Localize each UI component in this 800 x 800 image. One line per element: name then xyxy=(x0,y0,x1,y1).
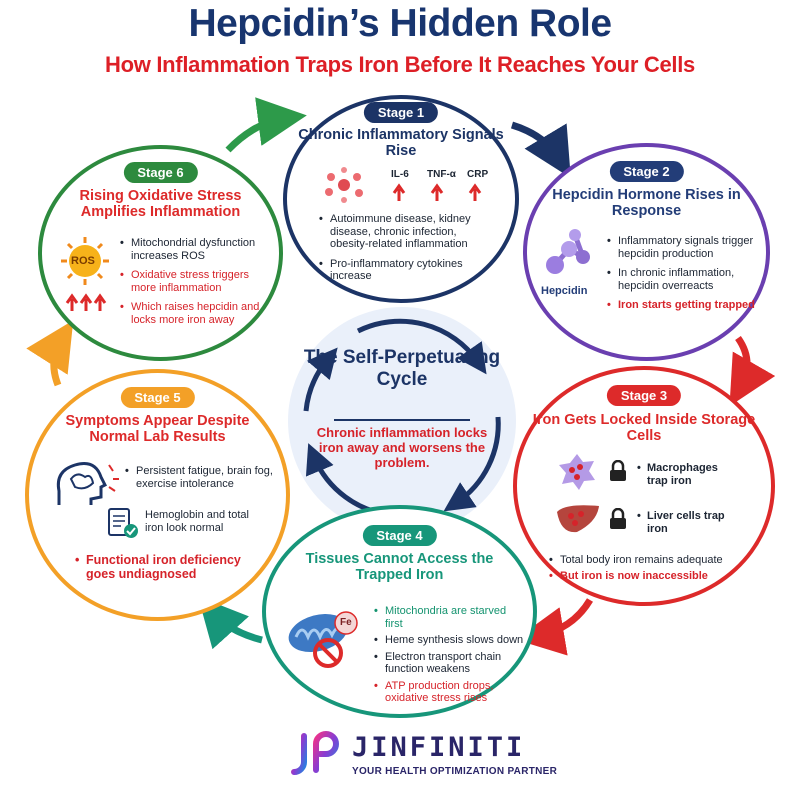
stage-5-bullet: Functional iron deficiency goes undiagno… xyxy=(75,553,265,581)
arrow-s1-to-s2 xyxy=(510,121,571,179)
marker-crp: CRP xyxy=(467,169,489,180)
stage-2-label: Stage 2 xyxy=(609,161,684,182)
liver-text: •Liver cells trap iron xyxy=(637,510,725,535)
stage-1-bullet: Autoimmune disease, kidney disease, chro… xyxy=(319,213,494,251)
macrophage-text: •Macrophages trap iron xyxy=(637,462,718,487)
hepcidin-label: Hepcidin xyxy=(541,285,588,297)
stage-5-bullets-bottom: Functional iron deficiency goes undiagno… xyxy=(75,553,265,588)
center-text: Chronic inflammation locks iron away and… xyxy=(316,425,488,470)
stage-5-heading: Symptoms Appear Despite Normal Lab Resul… xyxy=(65,413,250,445)
cytokine-cluster-icon xyxy=(325,167,363,203)
brain-fog-icon xyxy=(56,462,119,505)
stage-2-card: Stage 2 Hepcidin Hormone Rises in Respon… xyxy=(523,143,770,361)
stage-6-bullet: Which raises hepcidin and locks more iro… xyxy=(120,301,260,326)
center-title: The Self-Perpetuating Cycle xyxy=(303,347,501,390)
stage-4-bullet: Mitochondria are starved first xyxy=(374,605,524,630)
stage-4-bullets: Mitochondria are starved first Heme synt… xyxy=(374,605,524,712)
stage-4-card: Stage 4 Tissues Cannot Access the Trappe… xyxy=(262,505,537,718)
stage-1-bullets: Autoimmune disease, kidney disease, chro… xyxy=(319,213,494,290)
stage-1-card: Stage 1 Chronic Inflammatory Signals Ris… xyxy=(283,95,519,303)
cycle-ring-icon xyxy=(303,318,501,518)
arrow-s6-to-s1 xyxy=(225,97,307,153)
lock-icon xyxy=(610,460,626,481)
arrow-s3-to-s4 xyxy=(515,598,594,656)
ros-label: ROS xyxy=(71,255,95,267)
stage-1-label: Stage 1 xyxy=(363,102,439,123)
center-divider xyxy=(334,419,470,421)
brand-tagline: YOUR HEALTH OPTIMIZATION PARTNER xyxy=(352,766,558,777)
arrow-s5-to-s6 xyxy=(26,320,74,387)
stage-3-label: Stage 3 xyxy=(606,385,682,406)
stage-4-bullet: Heme synthesis slows down xyxy=(374,634,524,647)
stage-4-heading: Tissues Cannot Access the Trapped Iron xyxy=(305,551,494,583)
ros-burst-icon xyxy=(61,237,109,285)
marker-tnf: TNF-α xyxy=(427,169,456,180)
lab-report-icon xyxy=(108,508,138,538)
stage-5-bullet: Hemoglobin and total iron look normal xyxy=(145,509,249,534)
center-cycle: The Self-Perpetuating Cycle Chronic infl… xyxy=(288,307,516,535)
lock-icon xyxy=(610,508,626,529)
iron-label: Fe xyxy=(340,617,352,628)
stage-6-bullets: Mitochondrial dysfunction increases ROS … xyxy=(120,237,260,333)
stage-6-bullet: Oxidative stress triggers more inflammat… xyxy=(120,269,260,294)
stage-6-heading: Rising Oxidative Stress Amplifies Inflam… xyxy=(79,188,242,220)
stage-1-bullet: Pro-inflammatory cytokines increase xyxy=(319,258,494,283)
stage-3-bullets: Total body iron remains adequate But iro… xyxy=(549,554,749,589)
stage-4-bullet: ATP production drops, oxidative stress r… xyxy=(374,680,524,705)
stage-3-bullet: But iron is now inaccessible xyxy=(549,570,749,583)
stage-1-heading: Chronic Inflammatory Signals Rise xyxy=(298,127,504,159)
stage-5-label: Stage 5 xyxy=(120,387,195,408)
stage-3-bullet: Total body iron remains adequate xyxy=(549,554,749,567)
stage-5-bullets-top: Persistent fatigue, brain fog, exercise … xyxy=(125,465,285,497)
hepcidin-molecule-icon xyxy=(546,229,590,274)
mitochondria-icon xyxy=(288,611,358,668)
macrophage-icon xyxy=(559,454,595,490)
arrow-s2-to-s3 xyxy=(729,335,776,407)
stage-6-bullet: Mitochondrial dysfunction increases ROS xyxy=(120,237,260,262)
stage-4-bullet: Electron transport chain function weaken… xyxy=(374,651,524,676)
stage-6-label: Stage 6 xyxy=(123,162,198,183)
brand-name: JINFINITI xyxy=(352,732,526,763)
up-arrows-icon xyxy=(392,183,482,201)
arrow-s4-to-s5 xyxy=(197,596,263,650)
stage-3-heading: Iron Gets Locked Inside Storage Cells xyxy=(532,412,756,444)
jinfiniti-logo xyxy=(291,731,339,775)
stage-5-card: Stage 5 Symptoms Appear Despite Normal L… xyxy=(25,369,290,621)
stage-2-bullets: Inflammatory signals trigger hepcidin pr… xyxy=(607,235,757,319)
page-subtitle: How Inflammation Traps Iron Before It Re… xyxy=(105,52,695,77)
stage-2-bullet: Iron starts getting trapped xyxy=(607,299,757,312)
marker-il6: IL-6 xyxy=(391,169,409,180)
stage-4-label: Stage 4 xyxy=(362,525,437,546)
page-title: Hepcidin’s Hidden Role xyxy=(188,2,612,45)
liver-icon xyxy=(557,505,599,533)
stage-2-bullet: Inflammatory signals trigger hepcidin pr… xyxy=(607,235,757,260)
stage-5-bullet: Persistent fatigue, brain fog, exercise … xyxy=(125,465,285,490)
up-arrows-icon xyxy=(65,293,107,311)
stage-2-heading: Hepcidin Hormone Rises in Response xyxy=(552,187,741,219)
stage-3-card: Stage 3 Iron Gets Locked Inside Storage … xyxy=(513,366,775,606)
stage-6-card: Stage 6 Rising Oxidative Stress Amplifie… xyxy=(38,145,283,361)
stage-2-bullet: In chronic inflammation, hepcidin overre… xyxy=(607,267,757,292)
